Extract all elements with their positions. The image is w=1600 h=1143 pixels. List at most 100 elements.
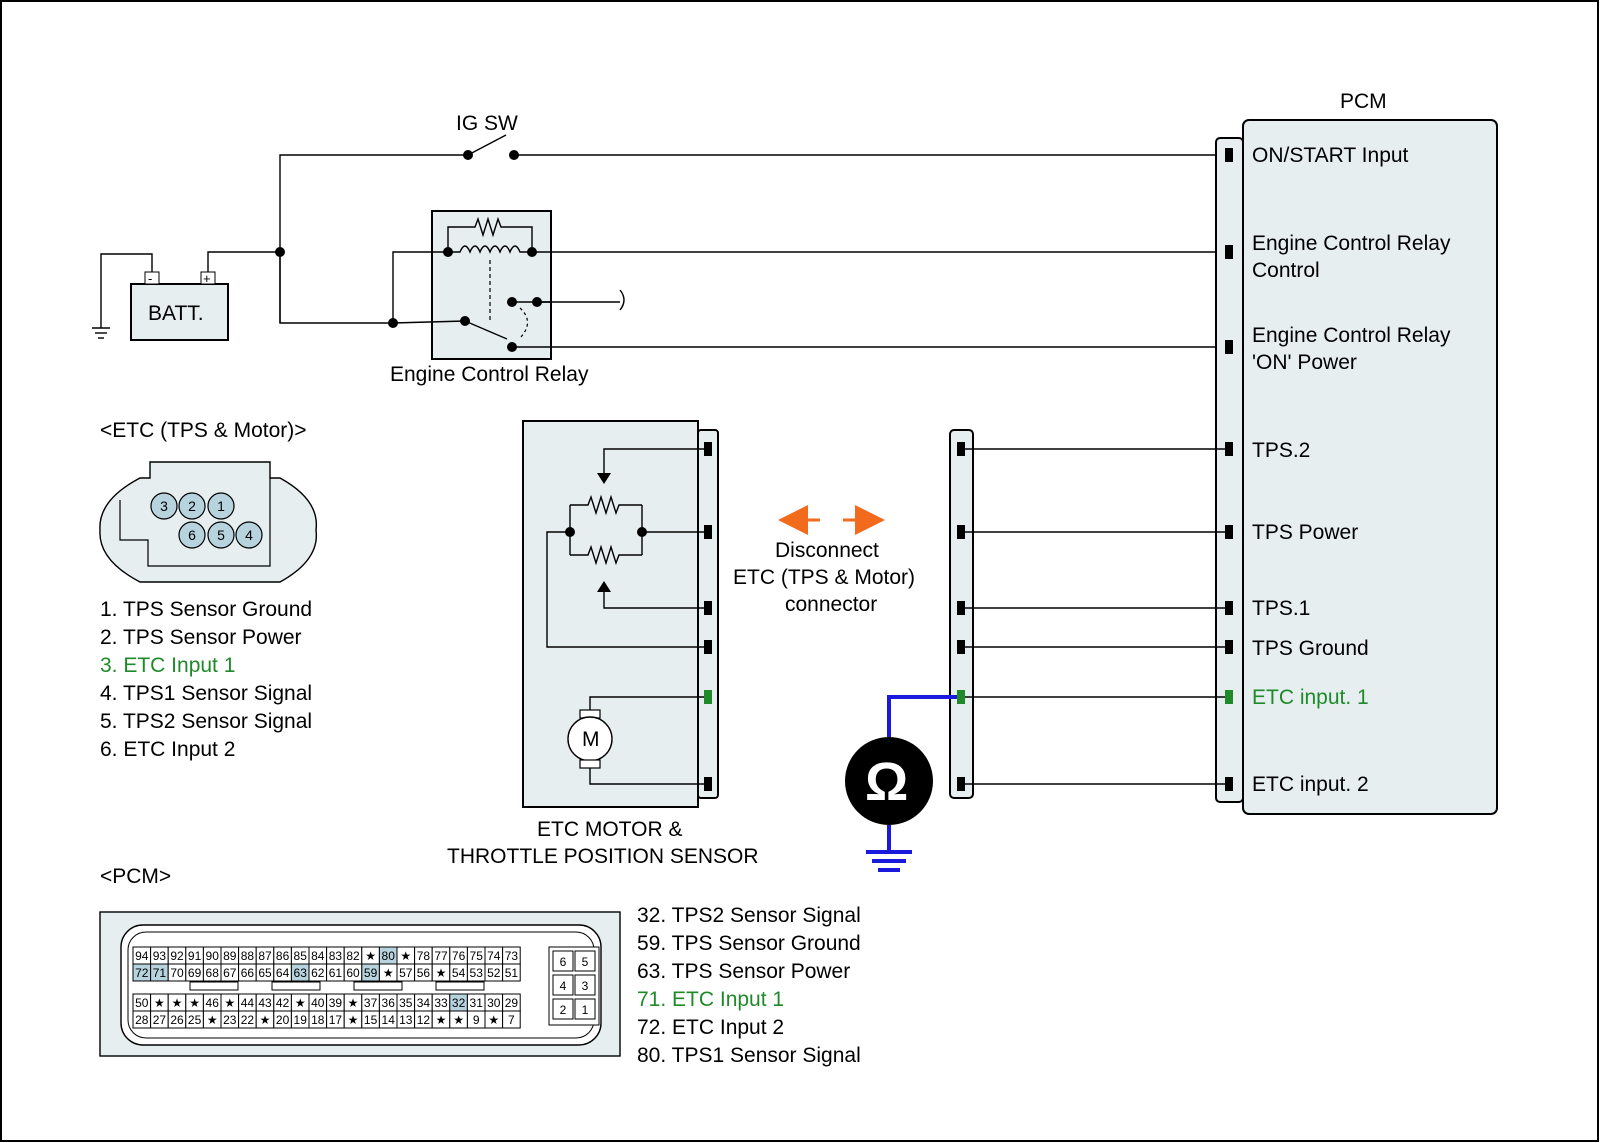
pcm-cell-label: ★	[224, 996, 235, 1010]
pcm-title: PCM	[1340, 90, 1387, 113]
pcm-cell-label: 59	[364, 966, 378, 980]
etc-pin-number: 2	[188, 498, 196, 514]
pcm-key-slot	[353, 981, 403, 991]
pcm-cell-label: ★	[348, 996, 359, 1010]
pcm-cell-label: 42	[276, 996, 290, 1010]
battery-label: BATT.	[148, 302, 204, 325]
pcm-cell-label: 90	[206, 949, 220, 963]
etc-motor-tps-block: M ETC MOTOR & THROTTLE POSITION SENSOR	[447, 420, 759, 868]
pcm-block: PCM ON/START Input Engine Control Relay …	[1215, 90, 1498, 815]
pcm-side-cell	[552, 950, 574, 972]
pcm-cell-label: 61	[329, 966, 343, 980]
disconnect-line-1: Disconnect	[775, 539, 879, 562]
etc-pin-number: 6	[188, 527, 196, 543]
pcm-pin-list: 32. TPS2 Sensor Signal 59. TPS Sensor Gro…	[637, 904, 861, 1067]
pcm-pin-list-item: 59. TPS Sensor Ground	[637, 932, 861, 955]
pcm-cell-label: 75	[470, 949, 484, 963]
pcm-cell-label: 28	[135, 1013, 149, 1027]
pcm-cell-label: 36	[382, 996, 396, 1010]
pcm-cell-label: 31	[470, 996, 484, 1010]
pcm-cell-label: 57	[399, 966, 413, 980]
pcm-cell-label: 91	[188, 949, 202, 963]
pcm-cell-label: 76	[452, 949, 466, 963]
pcm-pin-list-item: 71. ETC Input 1	[637, 988, 784, 1011]
pcm-cell-label: 62	[311, 966, 325, 980]
pcm-pin-ecr-on-1: Engine Control Relay	[1252, 324, 1451, 347]
pcm-cell-label: 85	[294, 949, 308, 963]
pcm-pin-ecr-control-2: Control	[1252, 259, 1320, 282]
ohmmeter: Ω	[845, 695, 957, 872]
pcm-pin-etc-input2: ETC input. 2	[1252, 773, 1369, 796]
pcm-cell-label: ★	[207, 1013, 218, 1027]
pcm-cell-label: ★	[383, 966, 394, 980]
pcm-cell-label: 78	[417, 949, 431, 963]
pcm-cell-label: 67	[223, 966, 237, 980]
etc-pin-list-item: 5. TPS2 Sensor Signal	[100, 710, 312, 733]
pcm-cell-label: ★	[260, 1013, 271, 1027]
pcm-cell-label: 93	[153, 949, 167, 963]
pcm-side-label: 4	[560, 979, 567, 993]
pcm-side-cell	[574, 998, 596, 1020]
pcm-cell-label: 7	[508, 1013, 515, 1027]
pcm-cell-label: 82	[346, 949, 360, 963]
pcm-cell-label: ★	[154, 996, 165, 1010]
pcm-pin-on-start: ON/START Input	[1252, 144, 1409, 167]
etc-block-label-1: ETC MOTOR &	[537, 818, 682, 841]
pcm-cell-label: 73	[505, 949, 519, 963]
pcm-cell-label: 72	[135, 966, 149, 980]
pcm-pin-list-item: 32. TPS2 Sensor Signal	[637, 904, 861, 927]
pcm-cell-label: 92	[170, 949, 184, 963]
pcm-cell-label: 89	[223, 949, 237, 963]
pcm-cell-label: 69	[188, 966, 202, 980]
pcm-cell-label: 53	[470, 966, 484, 980]
pcm-cell-label: 88	[241, 949, 255, 963]
pcm-pin-ecr-on-2: 'ON' Power	[1252, 351, 1357, 374]
pcm-side-cell	[552, 974, 574, 996]
pcm-pin-list-item: 80. TPS1 Sensor Signal	[637, 1044, 861, 1067]
pcm-side-cell	[574, 950, 596, 972]
pcm-cell-label: 52	[487, 966, 501, 980]
disconnect-note: Disconnect ETC (TPS & Motor) connector	[733, 505, 915, 616]
pcm-side-label: 3	[582, 979, 589, 993]
pcm-cell-label: ★	[436, 966, 447, 980]
pcm-pin-list-item: 63. TPS Sensor Power	[637, 960, 850, 983]
pcm-side-label: 5	[582, 955, 589, 969]
battery: BATT. - +	[92, 251, 280, 341]
engine-control-relay: Engine Control Relay	[388, 210, 1228, 386]
pcm-side-label: 1	[582, 1003, 589, 1017]
pcm-connector-title: <PCM>	[100, 865, 171, 888]
pcm-cell-label: 34	[417, 996, 431, 1010]
etc-pin-circle	[207, 492, 235, 520]
pcm-cell-label: 29	[505, 996, 519, 1010]
pcm-cell-label: 9	[473, 1013, 480, 1027]
etc-pin-circle	[207, 521, 235, 549]
etc-pin-list-item: 6. ETC Input 2	[100, 738, 235, 761]
pcm-pin-tps-ground: TPS Ground	[1252, 637, 1369, 660]
pcm-cell-label: ★	[488, 1013, 499, 1027]
etc-pin-number: 1	[217, 498, 225, 514]
pcm-cell-label: 19	[294, 1013, 308, 1027]
pcm-cell-label: 26	[170, 1013, 184, 1027]
pcm-cell-label: 30	[487, 996, 501, 1010]
etc-pin-circle	[150, 492, 178, 520]
etc-pin-circle	[178, 521, 206, 549]
pcm-cell	[502, 1010, 521, 1029]
pcm-key-slot	[271, 981, 321, 991]
pcm-cell-label: 12	[417, 1013, 431, 1027]
disconnect-line-2: ETC (TPS & Motor)	[733, 566, 915, 589]
pcm-side-label: 2	[560, 1003, 567, 1017]
pcm-cell-label: 18	[311, 1013, 325, 1027]
pcm-cell-label: 54	[452, 966, 466, 980]
etc-pin-number: 5	[217, 527, 225, 543]
etc-pin-circle	[178, 492, 206, 520]
etc-pin-list-item: 1. TPS Sensor Ground	[100, 598, 312, 621]
pcm-cell-label: 74	[487, 949, 501, 963]
pcm-cell-label: ★	[400, 949, 411, 963]
pcm-cell-label: 70	[170, 966, 184, 980]
disconnect-line-3: connector	[785, 593, 877, 616]
pcm-cell-label: 68	[206, 966, 220, 980]
pcm-pin-ecr-control-1: Engine Control Relay	[1252, 232, 1451, 255]
pcm-cell-label: 39	[329, 996, 343, 1010]
